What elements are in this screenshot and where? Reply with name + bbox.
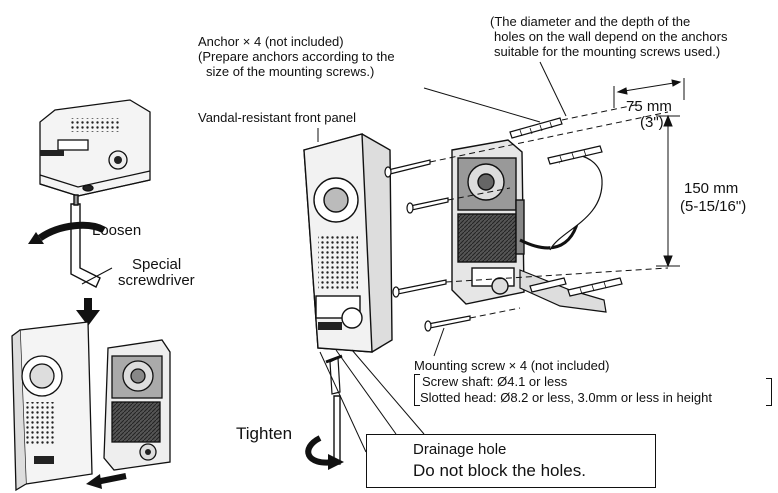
dimension-3in-label: (3") [640, 114, 664, 131]
diameter-note-line2: holes on the wall depend on the anchors [494, 29, 728, 44]
loosen-label: Loosen [92, 222, 142, 239]
down-arrow-icon [76, 298, 100, 326]
dimension-5in-label: (5-15/16") [680, 198, 747, 215]
special-screwdriver-line1: Special [132, 256, 182, 273]
loosen-rotate-arrow-icon [37, 221, 106, 241]
diameter-note-line3: suitable for the mounting screws used.) [494, 44, 721, 59]
mounting-screws [384, 159, 471, 332]
dimension-75mm-label: 75 mm [626, 98, 672, 115]
slotted-head-spec: Slotted head: Ø8.2 or less, 3.0mm or les… [420, 390, 712, 405]
dimension-75mm [613, 78, 685, 108]
mounting-screw-label: Mounting screw × 4 (not included) [414, 358, 610, 373]
unit-bottom-detail [39, 99, 151, 197]
slide-arrow-icon [95, 473, 127, 485]
front-panel [303, 133, 393, 353]
main-unit [451, 139, 525, 305]
special-screwdriver-line2: screwdriver [118, 272, 195, 289]
spec-bracket-right [766, 378, 772, 406]
tighten-rotate-arrow-icon [305, 435, 335, 466]
tighten-label: Tighten [236, 424, 293, 443]
tighten-screwdriver [333, 395, 341, 465]
drainage-warning-box: Drainage hole Do not block the holes. [366, 434, 656, 488]
front-panel-label: Vandal-resistant front panel [198, 110, 357, 125]
assembled-unit [103, 339, 171, 471]
drainage-hole-label: Drainage hole [413, 441, 507, 458]
anchor-label-line2: (Prepare anchors according to the [198, 49, 395, 64]
special-screwdriver [70, 194, 101, 288]
drainage-screw [325, 354, 343, 395]
dimension-150mm [656, 114, 680, 268]
assembled-panel [11, 321, 93, 492]
anchor-label-line1: Anchor × 4 (not included) [198, 34, 344, 49]
anchor-label-line3: size of the mounting screws.) [206, 64, 375, 79]
spec-bracket-left [414, 374, 420, 406]
dimension-150mm-label: 150 mm [684, 180, 739, 197]
do-not-block-label: Do not block the holes. [413, 461, 586, 480]
screw-shaft-spec: Screw shaft: Ø4.1 or less [422, 374, 568, 389]
diameter-note-line1: (The diameter and the depth of the [490, 14, 691, 29]
